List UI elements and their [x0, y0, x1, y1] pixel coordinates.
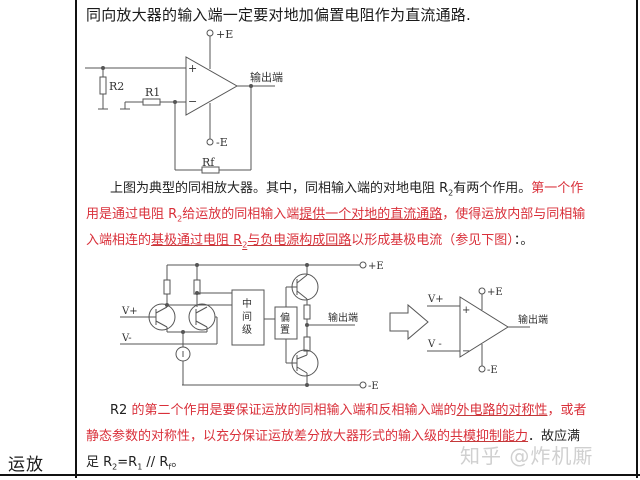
supply-positive-label: +E [216, 28, 233, 41]
table-left-column-divider [75, 0, 77, 478]
bias-label-1: 偏 [280, 311, 290, 324]
supply-negative-label: -E [216, 136, 228, 149]
rf-label: Rf [202, 156, 215, 169]
minus-sign: − [188, 95, 197, 108]
section-heading: 同向放大器的输入端一定要对地加偏置电阻作为直流通路. [86, 6, 471, 24]
internal-output-label: 输出端 [328, 311, 358, 324]
input-positive-label: V+ [121, 306, 138, 317]
r2-label: R2 [109, 80, 124, 93]
opamp-internal-structure-diagram: V+ V- 中 间 级 偏 置 输出端 +E -E V+ V - +E -E 输… [120, 261, 548, 392]
opamp-plus-sign: + [462, 305, 470, 316]
watermark: 知乎 @炸机厮 [460, 444, 594, 468]
paragraph-1-line-3: 入端相连的基极通过电阻 R2与负电源构成回路以形成基极电流（参见下图）：。 [86, 233, 534, 250]
table-right-border [636, 0, 638, 478]
internal-supply-positive-label: +E [368, 261, 384, 272]
opamp-supply-negative-label: -E [487, 365, 498, 376]
middle-stage-label: 中 [242, 297, 252, 310]
output-label: 输出端 [250, 70, 283, 84]
left-cell-label: 运放 [8, 455, 44, 475]
opamp-output-label: 输出端 [518, 313, 548, 326]
opamp-input-positive-label: V+ [427, 294, 444, 305]
table-bottom-border [0, 474, 640, 476]
internal-supply-negative-label: -E [368, 381, 379, 392]
opamp-minus-sign: − [462, 346, 470, 357]
r1-label: R1 [145, 86, 160, 99]
paragraph-1-line-1: 上图为典型的同相放大器。其中，同相输入端的对地电阻 R2有两个作用。第一个作 [110, 181, 584, 198]
plus-sign: + [188, 62, 197, 75]
opamp-supply-positive-label: +E [487, 287, 503, 298]
noninverting-amplifier-diagram: +E -E R2 R1 Rf 输出端 + − [85, 28, 283, 174]
paragraph-2-line-3: 足 R2=R1 // Rf。 [86, 455, 185, 472]
opamp-input-negative-label: V - [427, 339, 442, 350]
paragraph-2-line-1: R2 的第二个作用是要保证运放的同相输入端和反相输入端的外电路的对称性，或者 [110, 403, 587, 418]
input-negative-label: V- [121, 333, 132, 344]
paragraph-2-line-2: 静态参数的对称性，以充分保证运放差分放大器形式的输入级的共模抑制能力．故应满 [86, 429, 581, 444]
bias-label-2: 置 [280, 324, 290, 336]
middle-stage-label-2: 间 [242, 310, 252, 323]
middle-stage-label-3: 级 [242, 324, 252, 336]
paragraph-1-line-2: 用是通过电阻 R2给运放的同相输入端提供一个对地的直流通路，使得运放内部与同相输 [86, 207, 586, 224]
